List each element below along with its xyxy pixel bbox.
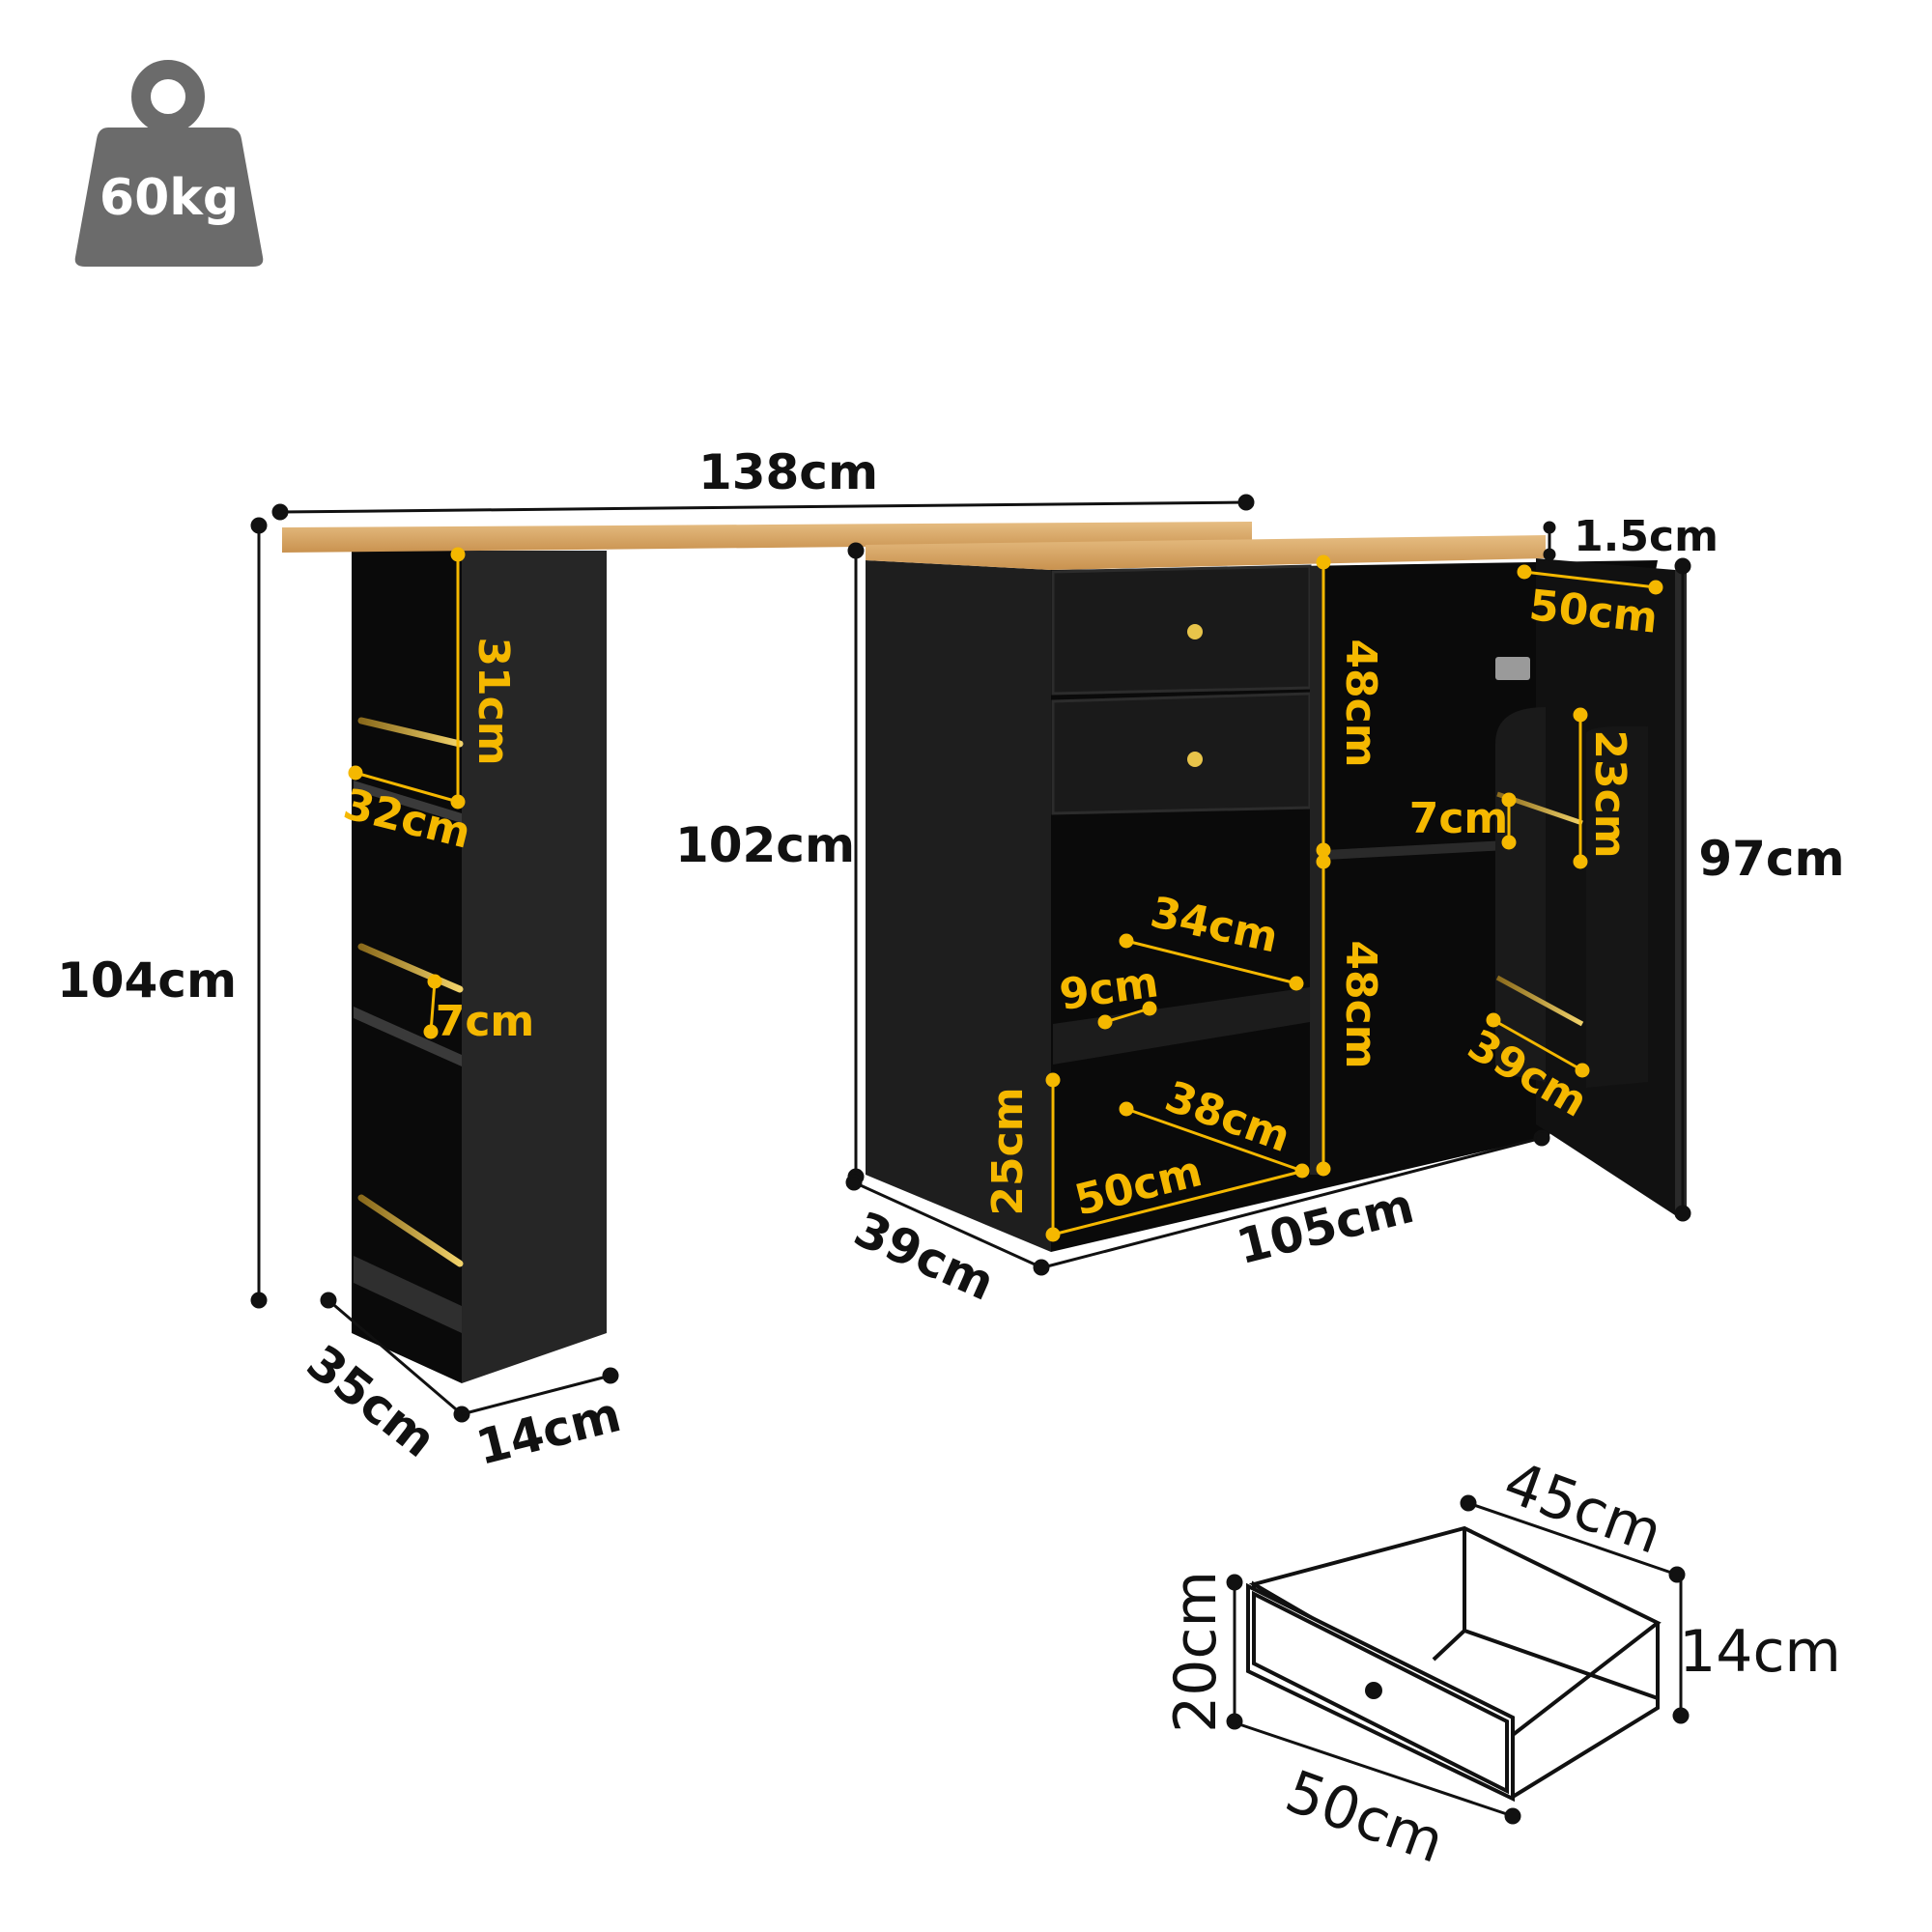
drawer-knob-top	[1187, 624, 1203, 639]
dimension-lines	[250, 494, 1691, 1423]
drawer-knob-icon	[1365, 1682, 1382, 1699]
weight-label: 60kg	[99, 169, 239, 227]
door-height-label: 97cm	[1698, 831, 1844, 887]
hinge-icon	[1495, 657, 1530, 680]
drawer-section-height-label: 48cm	[1336, 639, 1385, 767]
leg-width-label: 14cm	[470, 1386, 626, 1476]
upper-compartment-height-label: 31cm	[469, 637, 518, 765]
drawer-front-height-label: 20cm	[1162, 1571, 1230, 1733]
drawer-side-height-label: 14cm	[1679, 1618, 1841, 1686]
lower-section-height-label: 48cm	[1336, 940, 1385, 1068]
cabinet-height-label: 102cm	[675, 817, 855, 873]
drawer-dimension-lines	[1226, 1494, 1690, 1825]
door-rack-height-label: 23cm	[1585, 729, 1634, 858]
total-height-label: 104cm	[57, 952, 237, 1009]
drawer-knob-bottom	[1187, 752, 1203, 767]
top-width-label: 138cm	[698, 444, 878, 500]
interior-dimension-lines	[348, 547, 1663, 1242]
shelf-leg-unit	[352, 551, 607, 1383]
top-thickness-label: 1.5cm	[1574, 512, 1719, 561]
main-cabinet	[866, 535, 1687, 1252]
drawer-depth-label: 45cm	[1495, 1449, 1671, 1568]
drawer-diagram	[1246, 1525, 1662, 1803]
shelf-rail-gap-label: 7cm	[436, 997, 535, 1046]
bottom-height-label: 25cm	[983, 1087, 1033, 1215]
drawer-width-label: 50cm	[1277, 1758, 1453, 1877]
door-rail-gap-label: 7cm	[1409, 794, 1509, 843]
weight-icon	[74, 60, 264, 267]
